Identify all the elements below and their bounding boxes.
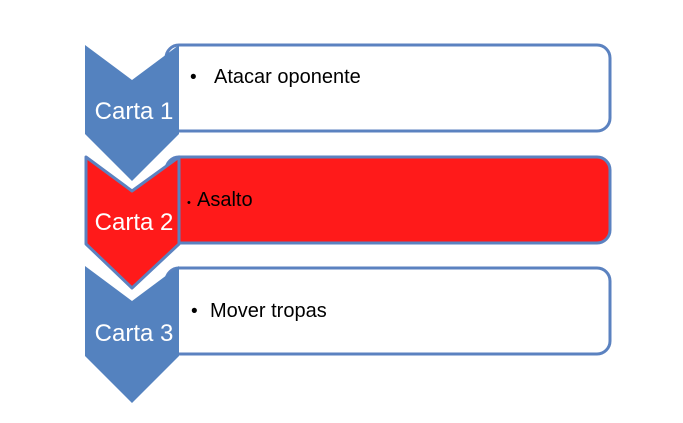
step-1-label: Carta 1 — [95, 98, 174, 125]
step-1-text-box — [164, 43, 612, 133]
step-3: Carta 3 • Mover tropas — [85, 266, 612, 403]
step-2-chevron — [84, 155, 181, 290]
step-3-chevron — [85, 266, 179, 403]
step-1-chevron — [85, 45, 179, 181]
step-1-item: Atacar oponente — [214, 66, 361, 88]
step-3-item: Mover tropas — [210, 300, 327, 322]
step-2-item: Asalto — [197, 189, 253, 211]
step-2: Carta 2 • Asalto — [84, 155, 612, 290]
step-3-label: Carta 3 — [95, 320, 174, 347]
step-2-bullet: • — [187, 197, 191, 209]
step-1: Carta 1 • Atacar oponente — [85, 43, 612, 181]
step-1-bullet: • — [190, 67, 197, 88]
step-3-bullet: • — [191, 301, 198, 322]
step-2-label: Carta 2 — [95, 209, 174, 236]
